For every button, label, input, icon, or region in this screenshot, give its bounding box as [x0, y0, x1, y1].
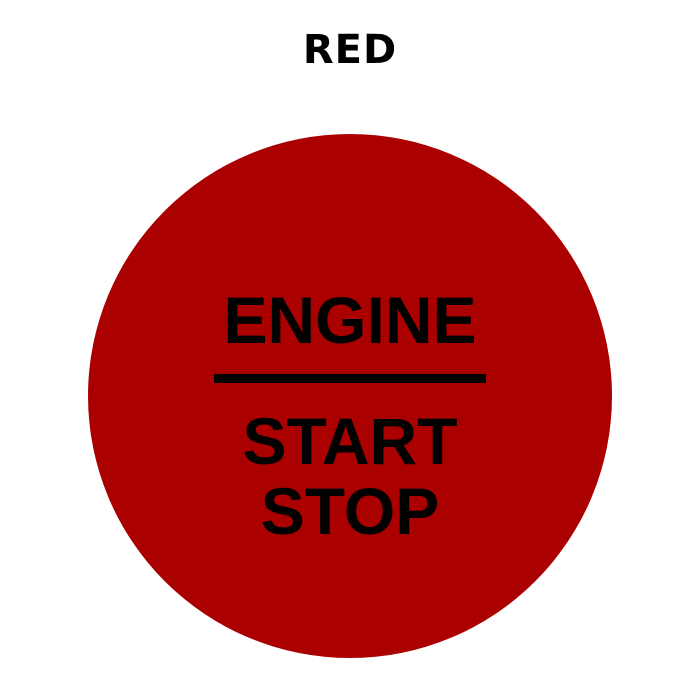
- stop-label: STOP: [260, 474, 440, 548]
- divider-line: [214, 374, 486, 383]
- engine-start-stop-button[interactable]: ENGINE START STOP: [88, 134, 612, 658]
- page-title: RED: [302, 27, 398, 73]
- start-label: START: [242, 404, 458, 478]
- engine-label: ENGINE: [223, 283, 477, 357]
